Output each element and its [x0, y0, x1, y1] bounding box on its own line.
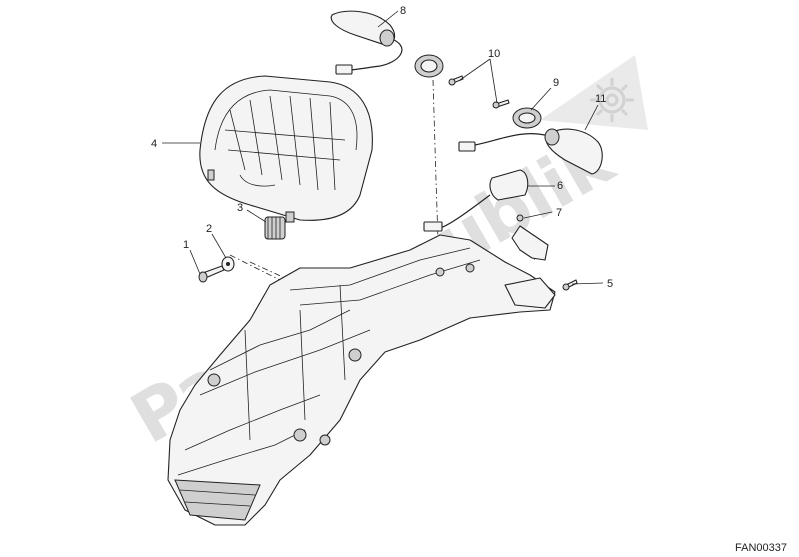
- tail-light-housing: [199, 75, 373, 223]
- small-screw-10: [448, 75, 464, 86]
- callout-3: 3: [237, 202, 243, 214]
- callout-numbers: 1 2 3 4 5 6 7 8 9 10 11: [151, 5, 613, 290]
- callout-4: 4: [151, 138, 157, 150]
- callout-9: 9: [553, 77, 559, 89]
- rear-undertray: [167, 234, 556, 526]
- callout-7: 7: [556, 207, 562, 219]
- watermark-arrow-shape: [540, 55, 648, 130]
- callout-8: 8: [400, 5, 406, 17]
- callout-6: 6: [557, 180, 563, 192]
- screw-5: [562, 279, 578, 291]
- reference-code: FAN00337: [735, 542, 787, 554]
- knurled-nut: [264, 216, 286, 240]
- callout-2: 2: [206, 223, 212, 235]
- indicator-grommet-left: [414, 54, 444, 78]
- small-screw-9: [492, 99, 510, 109]
- left-turn-indicator: [330, 10, 403, 75]
- callout-11: 11: [595, 93, 606, 105]
- screw-and-washer: [198, 256, 235, 283]
- right-turn-indicator: [458, 128, 603, 175]
- indicator-grommet-right: [512, 107, 542, 129]
- plate-bracket: [511, 225, 549, 261]
- callout-leaders: [162, 10, 604, 285]
- callout-10: 10: [488, 48, 500, 60]
- callout-1: 1: [183, 239, 189, 251]
- licence-plate-light: [423, 169, 529, 232]
- bracket-screw: [516, 214, 524, 222]
- callout-5: 5: [607, 278, 613, 290]
